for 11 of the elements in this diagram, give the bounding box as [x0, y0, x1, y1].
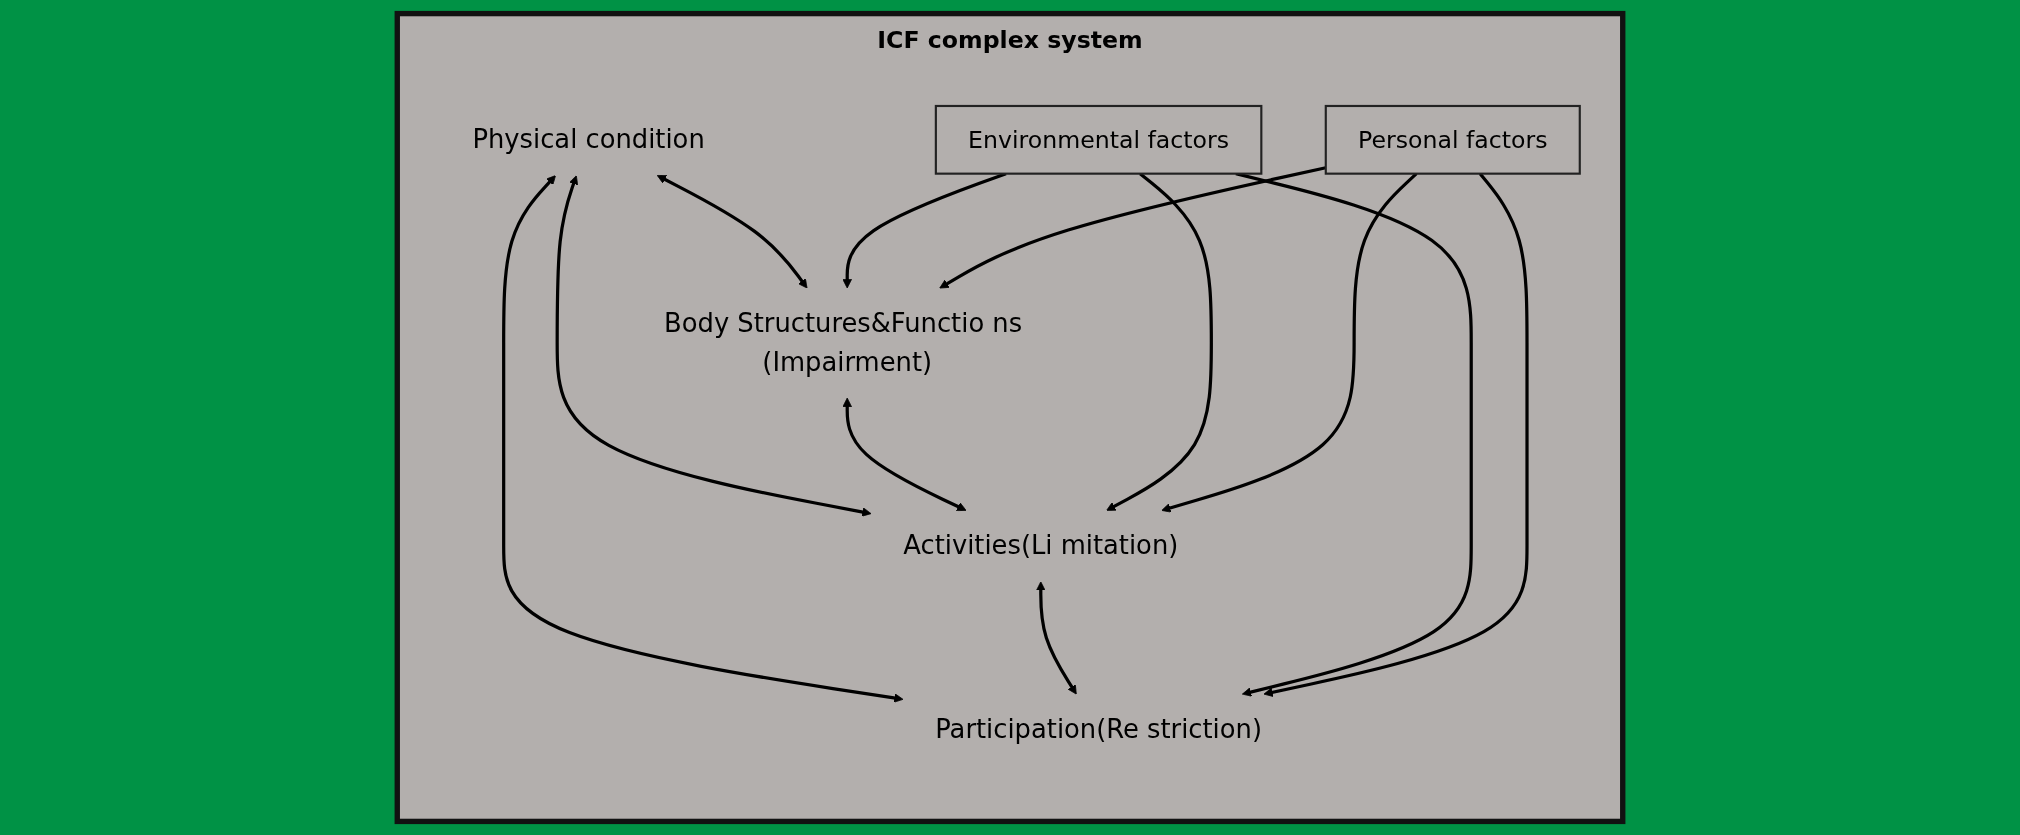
node-text: Participation(Re striction): [935, 714, 1262, 745]
arrow: [842, 397, 967, 512]
node-text: Body Structures&Functio ns (Impairment): [664, 308, 1023, 378]
node-box: Personal factors: [1324, 104, 1581, 175]
node-text: Physical condition: [472, 124, 705, 155]
arrow: [1036, 581, 1077, 695]
arrow: [502, 175, 904, 703]
arrow: [555, 175, 872, 517]
node-box: Environmental factors: [934, 104, 1263, 175]
node-text: Activities(Li mitation): [903, 530, 1179, 561]
arrow: [656, 175, 808, 289]
